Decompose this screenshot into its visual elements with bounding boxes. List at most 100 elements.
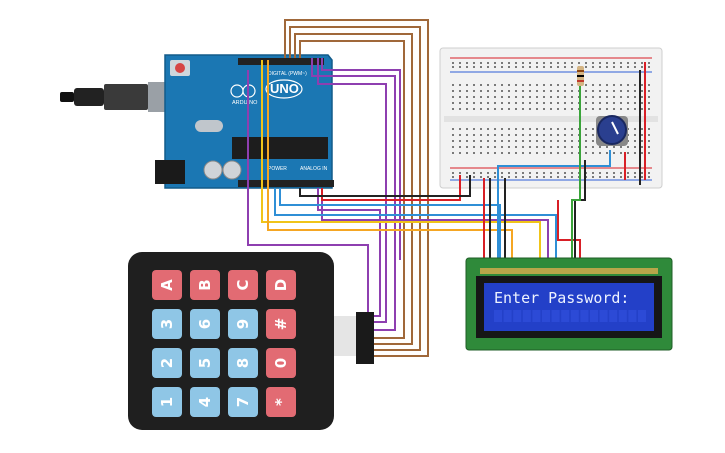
keypad-key[interactable]: 4 [190, 387, 220, 417]
breadboard-hole [599, 146, 601, 148]
keypad-key[interactable]: * [266, 387, 296, 417]
keypad-key-face[interactable] [152, 309, 182, 339]
keypad-key-face[interactable] [190, 309, 220, 339]
breadboard-hole [599, 66, 601, 68]
keypad-key[interactable]: C [228, 270, 258, 300]
breadboard-hole [508, 152, 510, 154]
breadboard-hole [480, 152, 482, 154]
breadboard-hole [571, 108, 573, 110]
breadboard-hole [557, 108, 559, 110]
breadboard-hole [634, 84, 636, 86]
breadboard-hole [648, 108, 650, 110]
breadboard-hole [557, 152, 559, 154]
keypad-key[interactable]: 7 [228, 387, 258, 417]
breadboard-hole [487, 108, 489, 110]
keypad-key-face[interactable] [152, 270, 182, 300]
keypad-key-face[interactable] [266, 348, 296, 378]
breadboard-hole [634, 128, 636, 130]
breadboard-hole [543, 66, 545, 68]
breadboard-hole [515, 134, 517, 136]
breadboard-hole [550, 176, 552, 178]
breadboard-hole [515, 62, 517, 64]
breadboard-hole [557, 62, 559, 64]
breadboard-hole [634, 108, 636, 110]
breadboard-hole [536, 140, 538, 142]
breadboard-hole [515, 90, 517, 92]
lcd-pin-header [480, 268, 658, 274]
breadboard-hole [641, 128, 643, 130]
keypad-key[interactable]: 8 [228, 348, 258, 378]
breadboard-hole [606, 90, 608, 92]
breadboard-hole [627, 90, 629, 92]
keypad-key-label: 0 [272, 358, 290, 368]
breadboard-hole [529, 102, 531, 104]
breadboard-hole [473, 152, 475, 154]
keypad-key[interactable]: 3 [152, 309, 182, 339]
breadboard-hole [613, 66, 615, 68]
breadboard-hole [585, 96, 587, 98]
breadboard-hole [592, 90, 594, 92]
keypad-key-face[interactable] [266, 387, 296, 417]
keypad-key-face[interactable] [152, 348, 182, 378]
breadboard-hole [627, 152, 629, 154]
keypad-key[interactable]: 5 [190, 348, 220, 378]
keypad-key-face[interactable] [228, 348, 258, 378]
breadboard-hole [473, 172, 475, 174]
keypad-key[interactable]: 0 [266, 348, 296, 378]
keypad-key-face[interactable] [228, 387, 258, 417]
lcd-display-text: Enter Password: [494, 289, 629, 307]
keypad-key-face[interactable] [190, 270, 220, 300]
breadboard-hole [627, 176, 629, 178]
keypad-key[interactable]: B [190, 270, 220, 300]
keypad-key-label: 2 [158, 358, 176, 368]
keypad-key[interactable]: 2 [152, 348, 182, 378]
breadboard-hole [571, 62, 573, 64]
keypad-key-label: 9 [234, 319, 252, 329]
keypad-key[interactable]: 6 [190, 309, 220, 339]
breadboard-hole [585, 140, 587, 142]
breadboard-hole [571, 96, 573, 98]
breadboard-hole [487, 62, 489, 64]
keypad-key-face[interactable] [190, 348, 220, 378]
breadboard-hole [620, 62, 622, 64]
breadboard-hole [452, 62, 454, 64]
breadboard-hole [515, 96, 517, 98]
breadboard-hole [606, 146, 608, 148]
breadboard-hole [466, 172, 468, 174]
keypad-key-label: 3 [158, 319, 176, 329]
lcd-char-cell [618, 310, 627, 322]
breadboard-hole [487, 140, 489, 142]
power-pins-label: POWER [268, 166, 287, 172]
breadboard-hole [508, 172, 510, 174]
keypad-key-face[interactable] [228, 270, 258, 300]
breadboard-hole [599, 176, 601, 178]
keypad-key-face[interactable] [190, 387, 220, 417]
breadboard-hole [620, 176, 622, 178]
breadboard-hole [641, 96, 643, 98]
keypad-key[interactable]: # [266, 309, 296, 339]
keypad-key[interactable]: 1 [152, 387, 182, 417]
breadboard-hole [466, 108, 468, 110]
breadboard-hole [494, 102, 496, 104]
breadboard-hole [459, 146, 461, 148]
breadboard-hole [634, 176, 636, 178]
keypad-key-face[interactable] [152, 387, 182, 417]
breadboard-hole [487, 146, 489, 148]
breadboard-hole [550, 134, 552, 136]
keypad-key[interactable]: 9 [228, 309, 258, 339]
keypad-key[interactable]: D [266, 270, 296, 300]
breadboard-hole [585, 90, 587, 92]
breadboard-hole [459, 172, 461, 174]
breadboard-hole [620, 96, 622, 98]
lcd-screen [484, 283, 654, 331]
keypad-key-face[interactable] [266, 270, 296, 300]
keypad-key-face[interactable] [228, 309, 258, 339]
keypad-key[interactable]: A [152, 270, 182, 300]
breadboard-hole [501, 128, 503, 130]
lcd-char-cell [494, 310, 502, 322]
breadboard-hole [452, 172, 454, 174]
breadboard-hole [620, 146, 622, 148]
keypad-ribbon [334, 312, 374, 364]
keypad-key-face[interactable] [266, 309, 296, 339]
